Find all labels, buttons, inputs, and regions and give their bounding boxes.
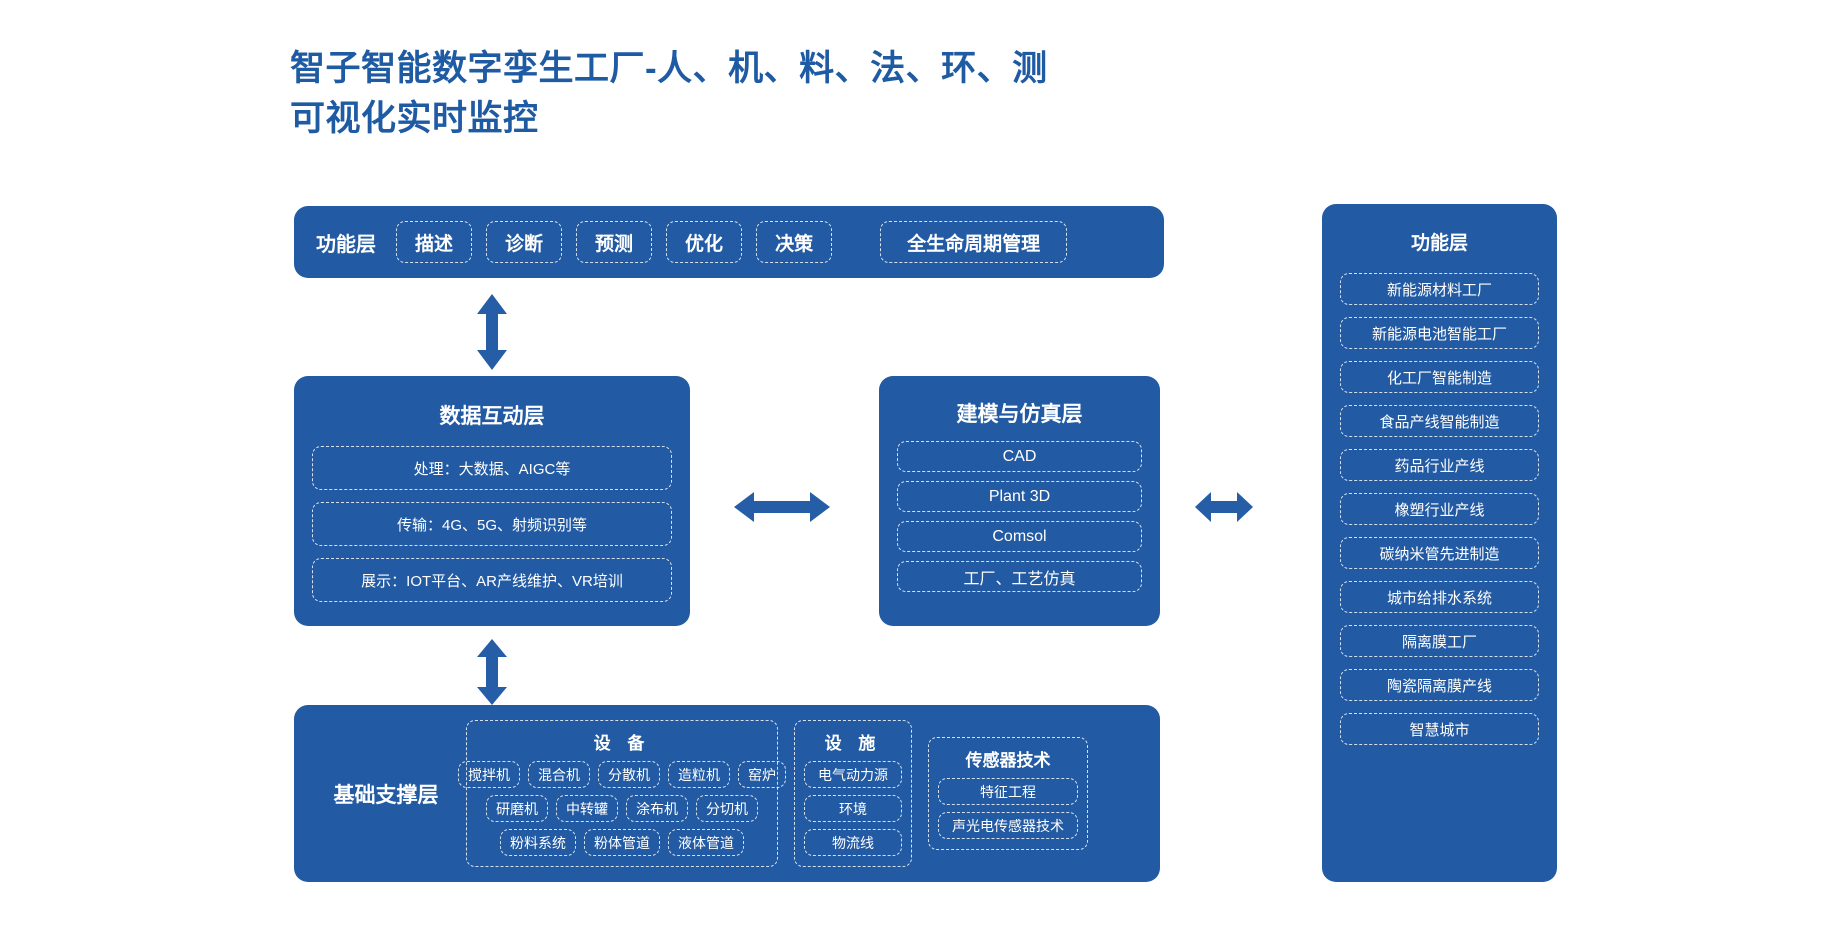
model-layer-item-comsol[interactable]: Comsol [897, 521, 1142, 552]
equipment-item-disperser[interactable]: 分散机 [598, 761, 660, 788]
facility-item-logistics-line[interactable]: 物流线 [804, 829, 902, 856]
facility-row-2: 环境 [804, 795, 902, 822]
equipment-item-coater[interactable]: 涂布机 [626, 795, 688, 822]
side-item-food-line-smart-manufacturing[interactable]: 食品产线智能制造 [1340, 405, 1539, 437]
functional-item-decision[interactable]: 决策 [756, 221, 833, 263]
side-panel-title: 功能层 [1410, 233, 1468, 254]
base-support-layer-panel: 基础支撑层 设 备 搅拌机 混合机 分散机 造粒机 窑炉 研磨机 中转罐 涂布机… [294, 705, 1160, 882]
functional-layer-bar: 功能层 描述 诊断 预测 优化 决策 全生命周期管理 [294, 206, 1164, 278]
side-item-new-energy-material-factory[interactable]: 新能源材料工厂 [1340, 273, 1539, 305]
facility-item-electric-power-source[interactable]: 电气动力源 [804, 761, 902, 788]
data-layer-item-display[interactable]: 展示：IOT平台、AR产线维护、VR培训 [312, 558, 672, 602]
equipment-item-slitter[interactable]: 分切机 [696, 795, 758, 822]
side-item-carbon-nanotube-advanced-manufacturing[interactable]: 碳纳米管先进制造 [1340, 537, 1539, 569]
side-item-new-energy-battery-smart-factory[interactable]: 新能源电池智能工厂 [1340, 317, 1539, 349]
functional-item-describe[interactable]: 描述 [396, 221, 473, 263]
modeling-simulation-layer-panel: 建模与仿真层 CAD Plant 3D Comsol 工厂、工艺仿真 [879, 376, 1160, 626]
equipment-item-transfer-tank[interactable]: 中转罐 [556, 795, 618, 822]
side-item-separator-membrane-factory[interactable]: 隔离膜工厂 [1340, 625, 1539, 657]
model-layer-item-factory-process-simulation[interactable]: 工厂、工艺仿真 [897, 561, 1142, 592]
model-layer-item-plant3d[interactable]: Plant 3D [897, 481, 1142, 512]
equipment-group-title: 设 备 [593, 734, 651, 753]
data-interaction-layer-title: 数据互动层 [439, 405, 545, 428]
facility-row-1: 电气动力源 [804, 761, 902, 788]
modeling-simulation-layer-title: 建模与仿真层 [956, 403, 1083, 426]
sensor-item-acoustic-optical-electrical-sensor[interactable]: 声光电传感器技术 [938, 812, 1078, 839]
equipment-row-1: 搅拌机 混合机 分散机 造粒机 窑炉 [458, 761, 786, 788]
model-layer-item-cad[interactable]: CAD [897, 441, 1142, 472]
facility-group-title: 设 施 [824, 734, 882, 753]
functional-item-optimize[interactable]: 优化 [666, 221, 743, 263]
functional-item-lifecycle-management[interactable]: 全生命周期管理 [880, 221, 1068, 263]
equipment-item-kiln[interactable]: 窑炉 [738, 761, 786, 788]
equipment-row-3: 粉料系统 粉体管道 液体管道 [476, 829, 768, 856]
facility-group: 设 施 电气动力源 环境 物流线 [794, 720, 912, 867]
data-layer-item-processing[interactable]: 处理：大数据、AIGC等 [312, 446, 672, 490]
equipment-item-powder-pipeline[interactable]: 粉体管道 [584, 829, 660, 856]
side-item-smart-city[interactable]: 智慧城市 [1340, 713, 1539, 745]
side-item-urban-water-supply-drainage-system[interactable]: 城市给排水系统 [1340, 581, 1539, 613]
page-title-line-2: 可视化实时监控 [290, 98, 539, 138]
side-item-pharmaceutical-production-line[interactable]: 药品行业产线 [1340, 449, 1539, 481]
side-item-ceramic-separator-production-line[interactable]: 陶瓷隔离膜产线 [1340, 669, 1539, 701]
sensor-item-feature-engineering[interactable]: 特征工程 [938, 778, 1078, 805]
side-item-rubber-plastic-production-line[interactable]: 橡塑行业产线 [1340, 493, 1539, 525]
page-title-line-1: 智子智能数字孪生工厂-人、机、料、法、环、测 [290, 49, 1048, 88]
equipment-item-liquid-pipeline[interactable]: 液体管道 [668, 829, 744, 856]
side-item-chemical-plant-smart-manufacturing[interactable]: 化工厂智能制造 [1340, 361, 1539, 393]
base-support-layer-label: 基础支撑层 [333, 783, 439, 807]
equipment-item-blender[interactable]: 混合机 [528, 761, 590, 788]
equipment-item-granulator[interactable]: 造粒机 [668, 761, 730, 788]
equipment-group: 设 备 搅拌机 混合机 分散机 造粒机 窑炉 研磨机 中转罐 涂布机 分切机 粉… [458, 720, 786, 867]
equipment-item-mixer[interactable]: 搅拌机 [458, 761, 520, 788]
facility-item-environment[interactable]: 环境 [804, 795, 902, 822]
arrow-data-to-base-icon [477, 639, 507, 705]
sensor-technology-group-title: 传感器技术 [965, 751, 1051, 770]
sensor-technology-group: 传感器技术 特征工程 声光电传感器技术 [928, 737, 1088, 850]
data-interaction-layer-panel: 数据互动层 处理：大数据、AIGC等 传输：4G、5G、射频识别等 展示：IOT… [294, 376, 690, 626]
sensor-row-1: 特征工程 [938, 778, 1078, 805]
arrow-data-to-model-icon [734, 492, 830, 522]
equipment-item-powder-system[interactable]: 粉料系统 [500, 829, 576, 856]
arrow-model-to-side-icon [1195, 492, 1253, 522]
page-title: 智子智能数字孪生工厂-人、机、料、法、环、测 可视化实时监控 [290, 44, 1190, 143]
equipment-row-2: 研磨机 中转罐 涂布机 分切机 [476, 795, 768, 822]
equipment-item-grinder[interactable]: 研磨机 [486, 795, 548, 822]
functional-item-predict[interactable]: 预测 [576, 221, 653, 263]
facility-row-3: 物流线 [804, 829, 902, 856]
arrow-func-to-data-icon [477, 294, 507, 370]
functional-item-diagnose[interactable]: 诊断 [486, 221, 563, 263]
data-layer-item-transmission[interactable]: 传输：4G、5G、射频识别等 [312, 502, 672, 546]
application-functional-layer-panel: 功能层 新能源材料工厂 新能源电池智能工厂 化工厂智能制造 食品产线智能制造 药… [1322, 204, 1557, 882]
functional-layer-label: 功能层 [316, 233, 376, 256]
sensor-row-2: 声光电传感器技术 [938, 812, 1078, 839]
